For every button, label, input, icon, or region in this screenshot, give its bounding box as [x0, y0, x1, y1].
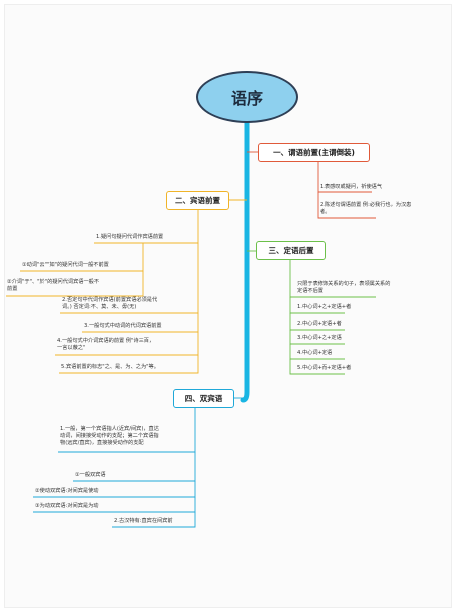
list-item[interactable]: 4.一般句式中介词宾语的前置 例"诗三百， 一言以蔽之": [57, 338, 155, 351]
list-item[interactable]: 3.一般句式中动词的代词宾语前置: [84, 323, 162, 329]
root-topic[interactable]: 语序: [196, 71, 298, 123]
list-item[interactable]: 4.中心词+定语: [297, 350, 333, 356]
list-item[interactable]: 只限于表修饰关系的句子，表领属关系的 定语不后置: [297, 281, 391, 294]
branch-label: 一、谓语前置(主谓倒装): [273, 148, 355, 157]
list-item[interactable]: ①动词"云""如"的疑问代词一般不前置: [22, 262, 109, 268]
list-item[interactable]: ③为动双宾语:对间宾是为动: [35, 503, 99, 509]
list-item[interactable]: 2.中心词+定语+者: [297, 321, 342, 327]
list-item[interactable]: 1.一般，第一个宾语指人(近宾/间宾)，直达 动词，间接接受动作的支配；第二个宾…: [60, 426, 159, 446]
branch-double-object[interactable]: 四、双宾语: [173, 389, 234, 408]
list-item[interactable]: 3.中心词+之+定语: [297, 335, 342, 341]
list-item[interactable]: ②介词"于"、"於"的疑问代词宾语一般不 前置: [7, 279, 100, 292]
branch-label: 三、定语后置: [268, 246, 314, 255]
list-item[interactable]: ②使动双宾语:对间宾是使动: [35, 488, 99, 494]
list-item[interactable]: 5.宾语前置的标志"之、是、为、之为"等。: [61, 364, 159, 370]
list-item[interactable]: 2.否定句中代词作宾语(前置宾语必须是代 词。) 否定词:不、莫、未、毋(无): [62, 297, 158, 310]
branch-object-preposing[interactable]: 二、宾语前置: [166, 191, 229, 210]
root-label: 语序: [230, 89, 263, 108]
list-item[interactable]: 1.中心词+之+定语+者: [297, 304, 352, 310]
trunk-line: [240, 120, 250, 403]
branch-label: 四、双宾语: [184, 394, 223, 403]
branch2-connectors: [6, 199, 247, 374]
list-item[interactable]: 1.疑问句疑问代词作宾语前置: [96, 234, 164, 240]
list-item[interactable]: 2.古汉特有:直宾在间宾前: [114, 518, 173, 524]
list-item[interactable]: 5.中心词+而+定语+者: [297, 365, 352, 371]
branch-label: 二、宾语前置: [175, 196, 220, 205]
branch-predicate-inversion[interactable]: 一、谓语前置(主谓倒装): [258, 143, 370, 162]
list-item[interactable]: 1.表感叹或疑问，祈使语气: [320, 184, 383, 190]
list-item[interactable]: 2.陈述句谓语前置 例:必我行也，为汉患 者。: [320, 202, 412, 215]
branch-attributive-postposing[interactable]: 三、定语后置: [256, 241, 326, 260]
list-item[interactable]: ①一般双宾语: [75, 472, 106, 478]
